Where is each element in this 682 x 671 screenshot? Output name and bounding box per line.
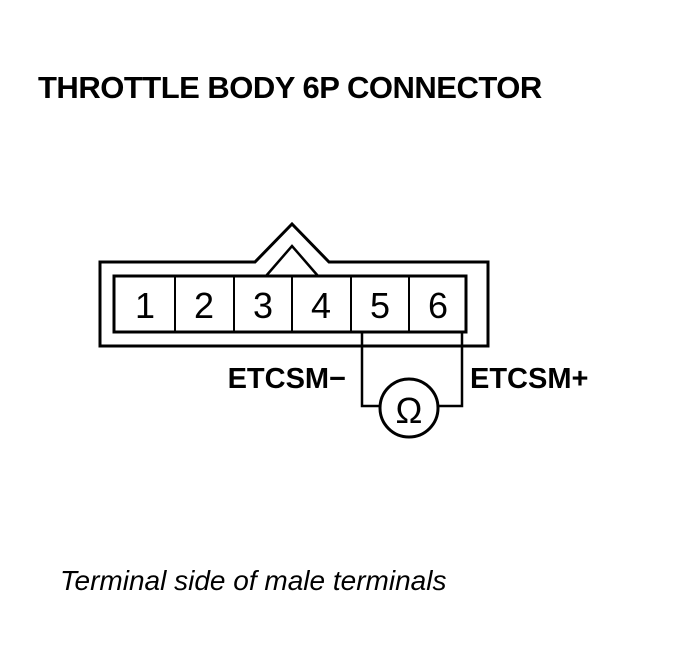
connector-lock-tab bbox=[265, 244, 319, 277]
diagram-title: THROTTLE BODY 6P CONNECTOR bbox=[38, 70, 542, 105]
terminal-4: 4 bbox=[311, 285, 331, 326]
terminal-3: 3 bbox=[253, 285, 273, 326]
terminal-1: 1 bbox=[135, 285, 155, 326]
probe-wire-positive bbox=[438, 332, 464, 408]
probe-wire-negative bbox=[360, 332, 380, 408]
ohmmeter-icon bbox=[378, 377, 440, 439]
diagram-caption: Terminal side of male terminals bbox=[60, 565, 447, 596]
terminal-2: 2 bbox=[194, 285, 214, 326]
terminal-dividers bbox=[174, 276, 410, 332]
terminal-5: 5 bbox=[370, 285, 390, 326]
connector-housing bbox=[98, 221, 490, 348]
terminal-frame bbox=[112, 274, 468, 334]
ohm-symbol: Ω bbox=[396, 390, 423, 431]
label-etcsm-negative: ETCSM− bbox=[228, 363, 346, 395]
terminal-6: 6 bbox=[428, 285, 448, 326]
label-etcsm-positive: ETCSM+ bbox=[470, 363, 588, 395]
